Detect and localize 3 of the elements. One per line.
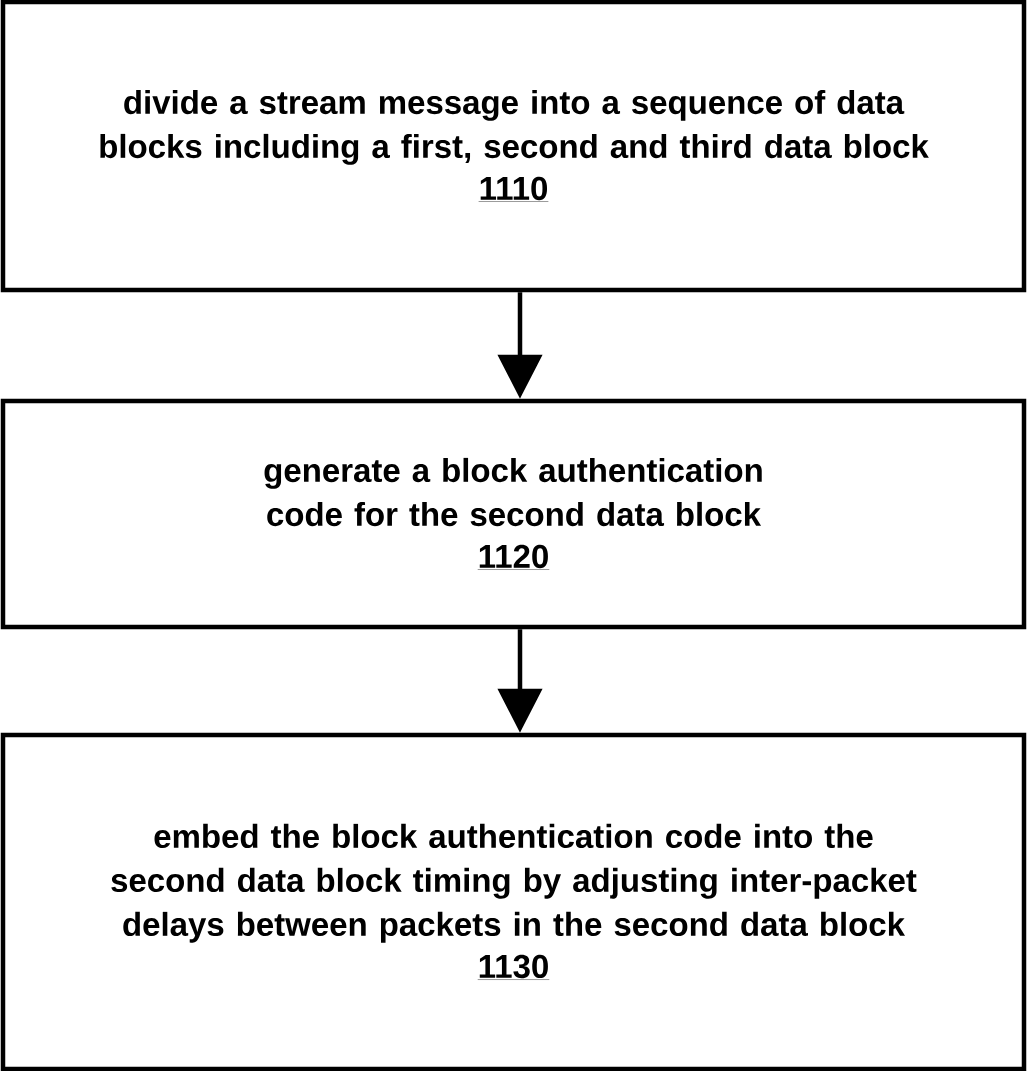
process-box: embed the block authentication code into the second data block timing by adjusting inter-packet delays between packets in the second data block 1130 [0,732,1027,1071]
process-box: generate a block authentication code for the second data block 1120 [0,398,1027,630]
process-box: divide a stream message into a sequence of data blocks including a first, second and third data block 1110 [0,0,1027,293]
